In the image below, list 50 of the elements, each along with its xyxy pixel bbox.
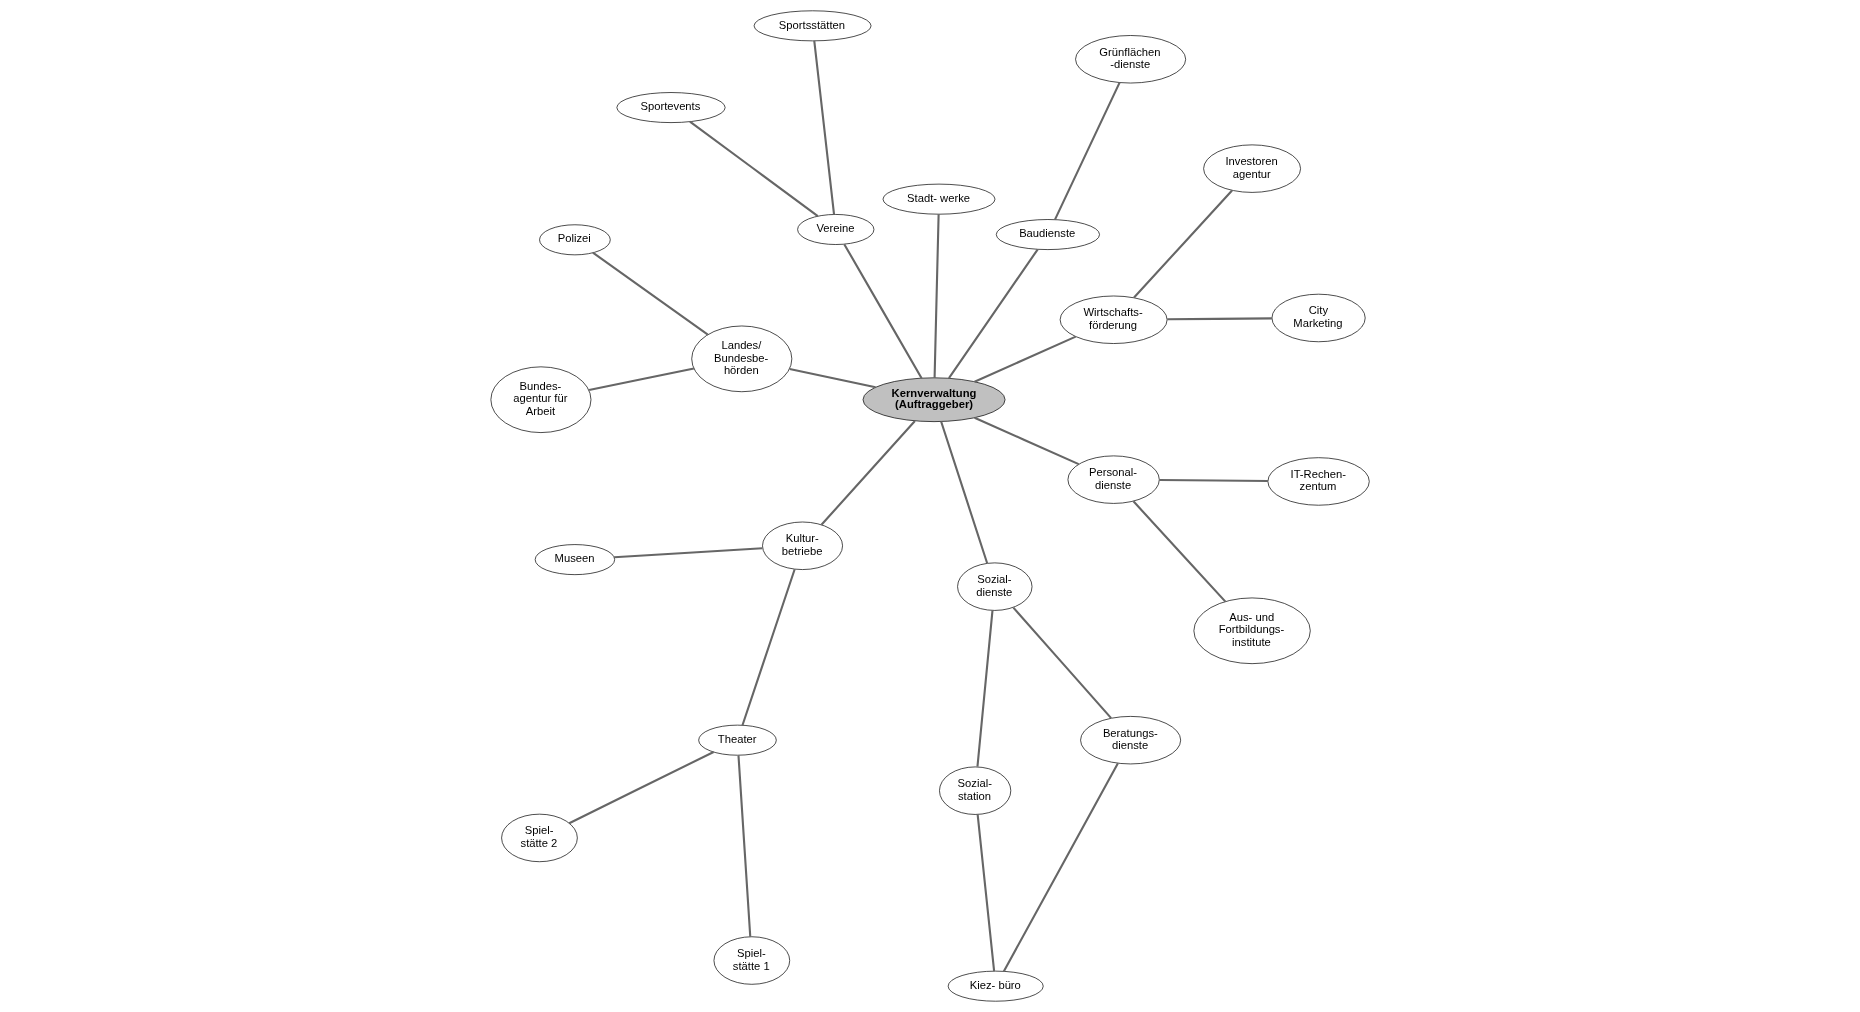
- connector: [568, 751, 715, 825]
- connector: [737, 755, 752, 937]
- connector: [614, 547, 763, 559]
- connector: [820, 420, 916, 526]
- node-ellipse: Landes/ Bundesbe- hörden: [691, 325, 793, 393]
- node-ellipse: Kernverwaltung (Auftraggeber): [862, 377, 1006, 422]
- node-ellipse: IT-Rechen- zentum: [1267, 457, 1370, 506]
- connector: [689, 120, 819, 218]
- connector: [1167, 317, 1272, 321]
- node-ellipse: Kultur- betriebe: [762, 521, 843, 570]
- connector: [948, 248, 1039, 379]
- connector: [1132, 500, 1227, 603]
- connector: [976, 814, 996, 972]
- node-ellipse: Grünflächen -dienste: [1075, 35, 1187, 84]
- connector: [1133, 189, 1233, 299]
- node-ellipse: Spiel- stätte 1: [713, 936, 791, 985]
- connector: [976, 610, 994, 767]
- node-ellipse: Bundes- agentur für Arbeit: [490, 366, 592, 433]
- connector: [974, 416, 1080, 466]
- node-ellipse: Stadt- werke: [882, 183, 996, 215]
- node-ellipse: Personal- dienste: [1067, 455, 1160, 504]
- connector: [1012, 607, 1112, 719]
- connector: [1002, 762, 1119, 972]
- connector: [940, 421, 989, 564]
- connector: [1054, 82, 1121, 221]
- node-ellipse: Kiez- büro: [947, 970, 1044, 1002]
- node-ellipse: Theater: [698, 724, 777, 756]
- node-ellipse: Baudienste: [995, 219, 1100, 250]
- node-ellipse: Polizei: [539, 224, 611, 256]
- connector: [789, 368, 876, 389]
- node-ellipse: Wirtschafts- förderung: [1059, 295, 1168, 344]
- node-ellipse: Investoren agentur: [1203, 144, 1301, 193]
- connector: [588, 367, 695, 391]
- node-ellipse: Aus- und Fortbildungs- institute: [1193, 597, 1311, 664]
- node-ellipse: Sportsstätten: [753, 10, 872, 42]
- node-ellipse: Museen: [534, 544, 615, 575]
- node-ellipse: Beratungs- dienste: [1080, 716, 1182, 765]
- connector: [1159, 479, 1268, 483]
- connector: [843, 243, 923, 379]
- node-ellipse: Spiel- stätte 2: [501, 813, 578, 863]
- connector: [813, 40, 836, 215]
- node-ellipse: Sozial- dienste: [957, 562, 1033, 611]
- node-ellipse: City Marketing: [1271, 293, 1366, 343]
- connector: [592, 251, 709, 336]
- node-ellipse: Sportevents: [616, 92, 726, 123]
- node-ellipse: Sozial- station: [939, 766, 1012, 815]
- connector: [741, 568, 796, 726]
- connector: [933, 214, 940, 378]
- connector: [974, 335, 1077, 383]
- node-ellipse: Vereine: [797, 214, 875, 245]
